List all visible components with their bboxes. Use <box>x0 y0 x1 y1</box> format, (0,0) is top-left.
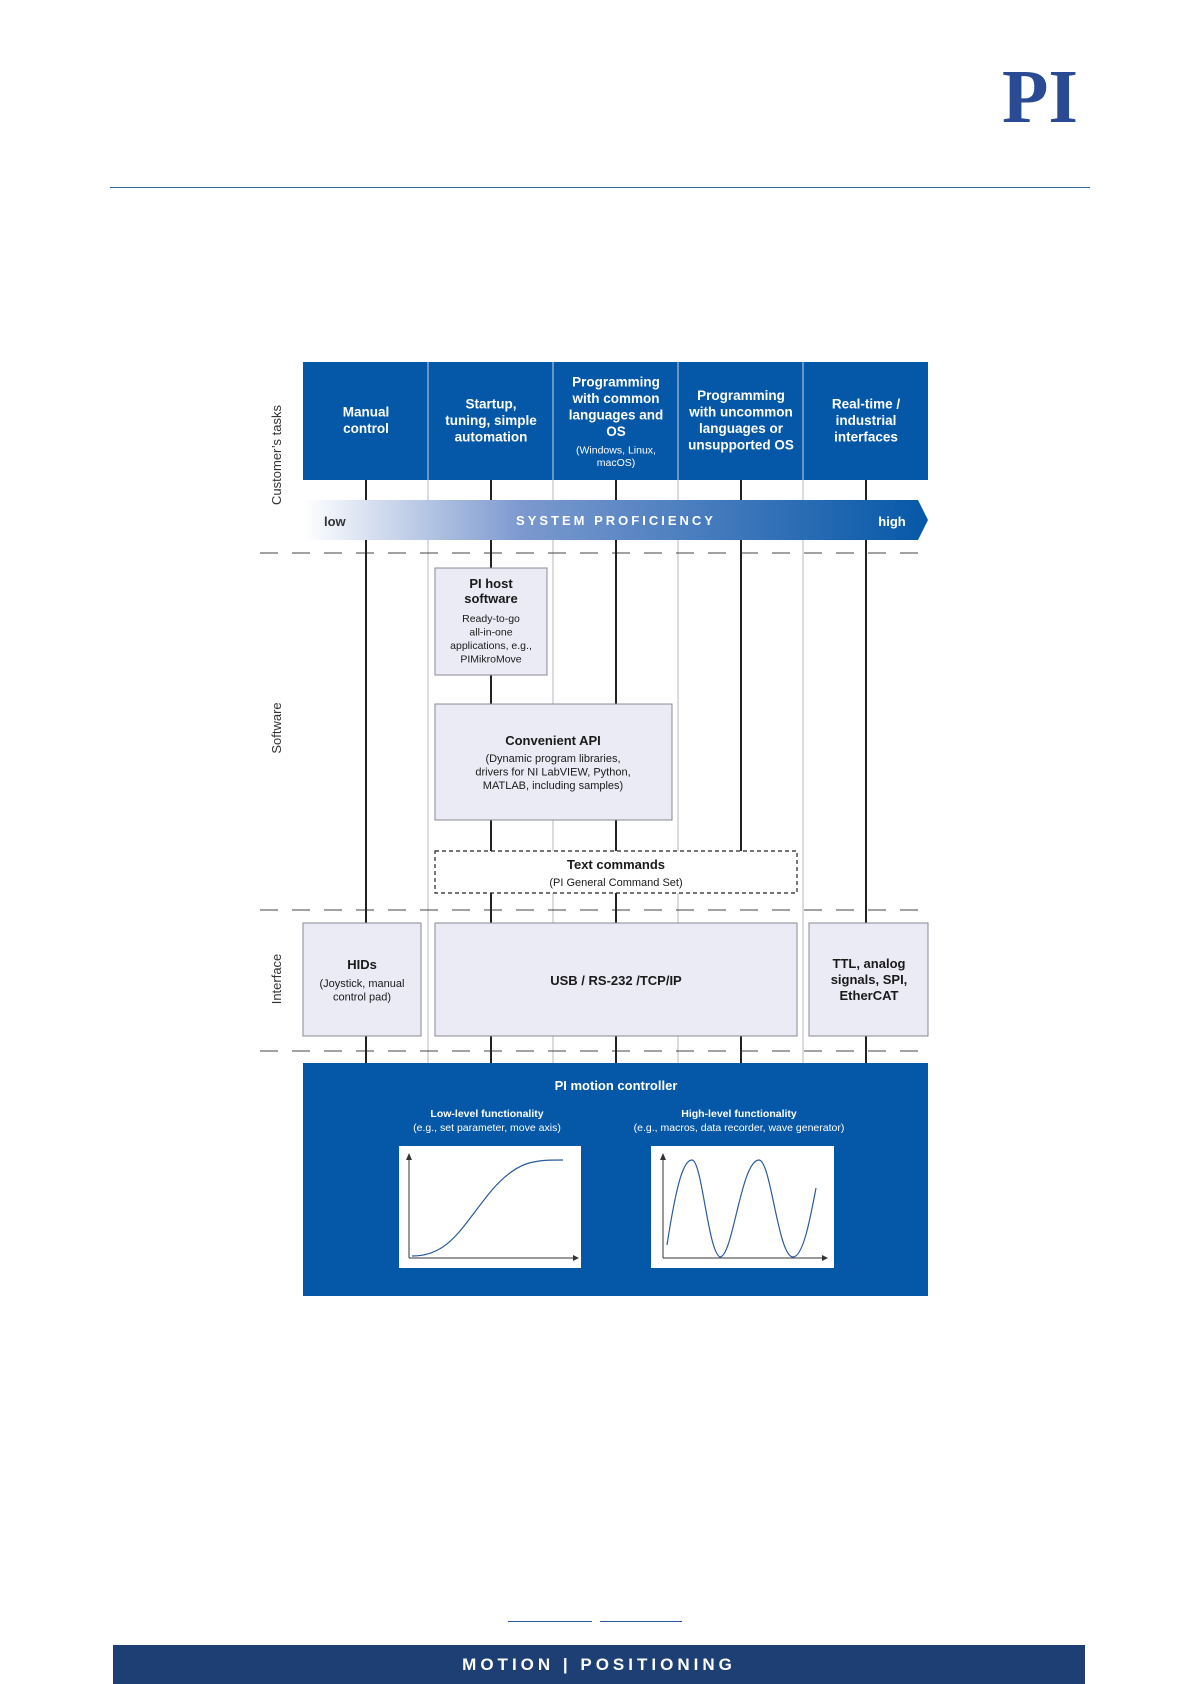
motion-controller-block: PI motion controller Low-level functiona… <box>303 1063 928 1296</box>
controller-title: PI motion controller <box>555 1078 678 1093</box>
hids-desc-line: (Joystick, manual <box>320 978 405 990</box>
task-label-line: Programming <box>697 388 785 403</box>
wave-curve <box>666 1159 817 1258</box>
proficiency-low: low <box>324 514 347 529</box>
ttl-line: signals, SPI, <box>831 972 908 987</box>
pi-logo-text: PI <box>1002 62 1078 126</box>
task-header-bg <box>303 362 928 480</box>
low-level-desc: (e.g., set parameter, move axis) <box>413 1122 561 1134</box>
s-curve <box>411 1159 564 1257</box>
task-label-line: control <box>343 421 389 436</box>
footer-link-1[interactable] <box>508 1621 592 1622</box>
host-desc-line: applications, e.g., <box>450 640 532 652</box>
host-title-line: software <box>464 591 517 606</box>
task-label-line: unsupported OS <box>688 438 794 453</box>
task-label-line: tuning, simple <box>445 413 537 428</box>
row-label-software: Software <box>269 702 284 753</box>
row-label-tasks: Customer’s tasks <box>269 405 284 505</box>
task-label-line: with common <box>572 391 660 406</box>
header-rule <box>110 187 1090 188</box>
task-label-line: OS <box>606 424 626 439</box>
row-label-interface: Interface <box>269 954 284 1005</box>
usb-box: USB / RS-232 /TCP/IP <box>434 922 798 1037</box>
ttl-line: TTL, analog <box>833 956 906 971</box>
api-desc-line: (Dynamic program libraries, <box>485 753 620 765</box>
task-label-line: languages or <box>699 421 784 436</box>
api-title: Convenient API <box>505 733 601 748</box>
high-level-desc: (e.g., macros, data recorder, wave gener… <box>634 1122 845 1134</box>
footer-link-2[interactable] <box>600 1621 682 1622</box>
task-label-line: Startup, <box>465 396 516 411</box>
task-label-line: Programming <box>572 375 660 390</box>
task-label-line: Manual <box>343 405 390 420</box>
api-desc-line: MATLAB, including samples) <box>483 780 623 792</box>
task-label-line: interfaces <box>834 429 898 444</box>
host-desc-line: PIMikroMove <box>460 654 521 666</box>
usb-title: USB / RS-232 /TCP/IP <box>550 973 682 988</box>
text-commands-desc: (PI General Command Set) <box>549 877 682 889</box>
proficiency-high: high <box>878 514 905 529</box>
task-label-line: Real-time / <box>832 396 901 411</box>
task-label-line: industrial <box>836 413 897 428</box>
low-level-title: Low-level functionality <box>430 1108 543 1120</box>
host-desc-line: all-in-one <box>469 627 512 639</box>
task-label-line: with uncommon <box>688 405 793 420</box>
task-label-line: languages and <box>569 408 664 423</box>
low-level-graph <box>399 1146 581 1268</box>
row-separators <box>260 552 930 1052</box>
footer-bar: MOTION | POSITIONING <box>113 1645 1085 1684</box>
host-title-line: PI host <box>469 576 513 591</box>
proficiency-title: SYSTEM PROFICIENCY <box>516 513 716 528</box>
footer-tagline: MOTION | POSITIONING <box>462 1654 736 1674</box>
high-level-graph <box>651 1146 834 1268</box>
hids-desc-line: control pad) <box>333 992 391 1004</box>
text-commands-title: Text commands <box>567 857 665 872</box>
ttl-line: EtherCAT <box>840 988 899 1003</box>
text-commands-box: Text commands (PI General Command Set) <box>434 850 798 894</box>
hids-box: HIDs (Joystick, manual control pad) <box>302 922 422 1037</box>
hids-title: HIDs <box>347 957 377 972</box>
task-sublabel-line: (Windows, Linux, <box>576 445 656 457</box>
proficiency-arrow: low SYSTEM PROFICIENCY high <box>303 500 928 540</box>
pi-logo: PI <box>1002 62 1078 126</box>
host-desc-line: Ready-to-go <box>462 613 520 625</box>
high-level-title: High-level functionality <box>681 1108 797 1120</box>
convenient-api-box: Convenient API (Dynamic program librarie… <box>434 703 673 821</box>
task-label-line: automation <box>455 429 528 444</box>
api-desc-line: drivers for NI LabVIEW, Python, <box>475 767 630 779</box>
task-sublabel-line: macOS) <box>597 457 636 469</box>
